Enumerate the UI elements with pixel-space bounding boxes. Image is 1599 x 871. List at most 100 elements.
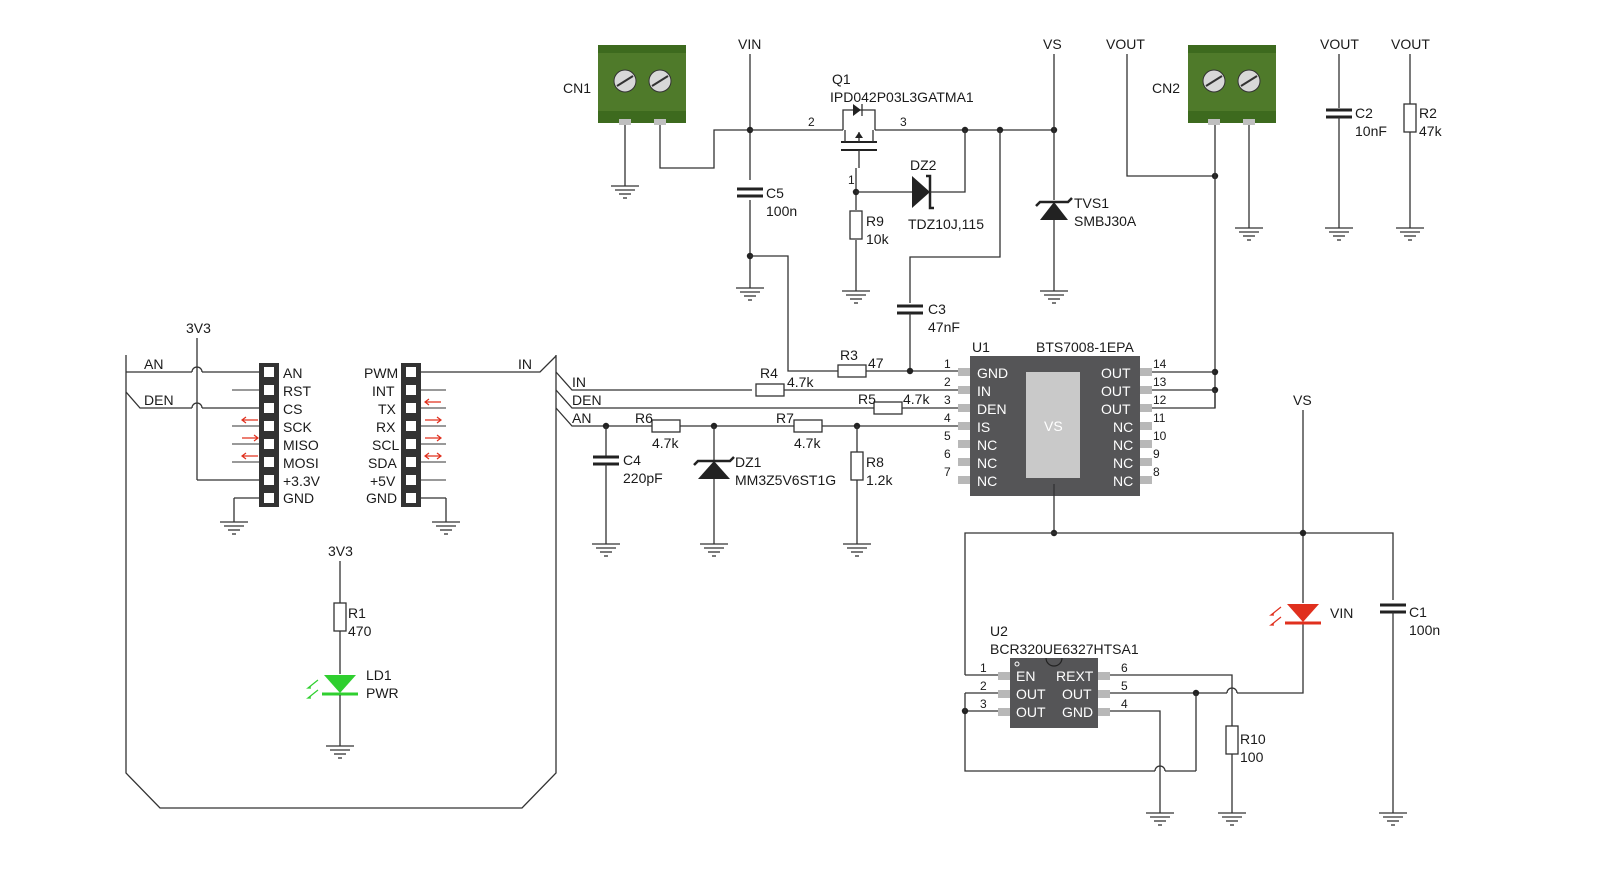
u2-part: BCR320UE6327HTSA1 xyxy=(990,641,1139,657)
svg-text:NC: NC xyxy=(1113,419,1133,435)
led-vin-label: VIN xyxy=(1330,605,1353,621)
u2-chip-body xyxy=(1010,658,1098,728)
r6-ref: R6 xyxy=(635,410,653,426)
c3-ref: C3 xyxy=(928,301,946,317)
svg-text:INT: INT xyxy=(372,383,395,399)
svg-text:12: 12 xyxy=(1153,393,1167,407)
svg-text:TX: TX xyxy=(378,401,397,417)
r1-resistor xyxy=(333,602,347,632)
r7-resistor xyxy=(793,419,823,433)
q1-mosfet-symbol xyxy=(841,104,877,168)
r4-ref: R4 xyxy=(760,365,778,381)
c1-value: 100n xyxy=(1409,622,1440,638)
r9-value: 10k xyxy=(866,231,890,247)
svg-text:NC: NC xyxy=(1113,455,1133,471)
r10-resistor xyxy=(1225,725,1239,755)
svg-text:3: 3 xyxy=(980,697,987,711)
r8-ref: R8 xyxy=(866,454,884,470)
tvs1-ref: TVS1 xyxy=(1074,195,1109,211)
svg-text:IN: IN xyxy=(977,383,991,399)
net-den-label: DEN xyxy=(572,392,602,408)
dz2-part: TDZ10J,115 xyxy=(908,216,984,232)
svg-text:1: 1 xyxy=(944,357,951,371)
u1-exposed-pad xyxy=(1026,372,1080,478)
u1-center-label: VS xyxy=(1044,418,1063,434)
svg-text:NC: NC xyxy=(977,473,997,489)
ld1-led-symbol xyxy=(306,675,358,699)
mikrobus-outline xyxy=(125,355,557,809)
c4-capacitor xyxy=(591,455,621,466)
cn1-terminal-block xyxy=(598,45,686,125)
c5-ref: C5 xyxy=(766,185,784,201)
cn1-label: CN1 xyxy=(563,80,591,96)
svg-text:2: 2 xyxy=(980,679,987,693)
mb-net-in: IN xyxy=(518,356,532,372)
c3-value: 47nF xyxy=(928,319,960,335)
vout-label-2: VOUT xyxy=(1320,36,1359,52)
mb-net-den: DEN xyxy=(144,392,174,408)
svg-text:SDA: SDA xyxy=(368,455,397,471)
svg-text:PWM: PWM xyxy=(364,365,398,381)
svg-text:6: 6 xyxy=(944,447,951,461)
svg-text:OUT: OUT xyxy=(1016,704,1046,720)
svg-text:OUT: OUT xyxy=(1101,383,1131,399)
svg-text:OUT: OUT xyxy=(1101,365,1131,381)
mikrobus-left-header xyxy=(259,363,279,507)
mikrobus-right-header xyxy=(401,363,421,507)
svg-text:1: 1 xyxy=(980,661,987,675)
u1-left-pins: 1 2 3 4 5 6 7 GND IN DEN IS NC NC NC xyxy=(944,357,1008,489)
c3-capacitor xyxy=(895,304,925,315)
svg-text:EN: EN xyxy=(1016,668,1035,684)
u2-pins: 1 2 3 6 5 4 EN OUT OUT REXT OUT GND xyxy=(980,661,1128,720)
r3-ref: R3 xyxy=(840,347,858,363)
spi-direction-arrows xyxy=(241,416,259,460)
cn2-terminal-block xyxy=(1188,45,1276,125)
c5-capacitor xyxy=(735,187,765,198)
svg-text:GND: GND xyxy=(283,490,314,506)
svg-text:NC: NC xyxy=(977,437,997,453)
r2-resistor xyxy=(1403,103,1417,133)
u1-ref: U1 xyxy=(972,339,990,355)
svg-text:RST: RST xyxy=(283,383,311,399)
ld1-ref: LD1 xyxy=(366,667,392,683)
r6-resistor xyxy=(651,419,681,433)
net-an-label: AN xyxy=(572,410,591,426)
dz2-ref: DZ2 xyxy=(910,157,937,173)
q1-ref: Q1 xyxy=(832,71,851,87)
svg-text:SCK: SCK xyxy=(283,419,312,435)
svg-text:MISO: MISO xyxy=(283,437,319,453)
svg-text:1: 1 xyxy=(848,173,855,187)
svg-text:3: 3 xyxy=(900,115,907,129)
c2-capacitor xyxy=(1324,108,1354,119)
r5-ref: R5 xyxy=(858,391,876,407)
vs-top-label: VS xyxy=(1043,36,1062,52)
svg-text:7: 7 xyxy=(944,465,951,479)
svg-text:5: 5 xyxy=(1121,679,1128,693)
svg-text:5: 5 xyxy=(944,429,951,443)
svg-text:OUT: OUT xyxy=(1101,401,1131,417)
r4-value: 4.7k xyxy=(787,374,814,390)
cn2-label: CN2 xyxy=(1152,80,1180,96)
svg-text:MOSI: MOSI xyxy=(283,455,319,471)
svg-text:NC: NC xyxy=(1113,437,1133,453)
svg-text:4: 4 xyxy=(1121,697,1128,711)
dz1-part: MM3Z5V6ST1G xyxy=(735,472,836,488)
r5-resistor xyxy=(873,401,903,415)
r3-resistor xyxy=(837,364,867,378)
svg-text:GND: GND xyxy=(977,365,1008,381)
svg-text:DEN: DEN xyxy=(977,401,1007,417)
c5-value: 100n xyxy=(766,203,797,219)
r1-value: 470 xyxy=(348,623,372,639)
r5-value: 4.7k xyxy=(903,391,930,407)
tvs1-part: SMBJ30A xyxy=(1074,213,1137,229)
r9-ref: R9 xyxy=(866,213,884,229)
r8-resistor xyxy=(850,451,864,481)
r7-value: 4.7k xyxy=(794,435,821,451)
svg-text:9: 9 xyxy=(1153,447,1160,461)
svg-text:13: 13 xyxy=(1153,375,1167,389)
svg-text:AN: AN xyxy=(283,365,302,381)
svg-text:+5V: +5V xyxy=(370,473,396,489)
net-in-label: IN xyxy=(572,374,586,390)
vout-label-3: VOUT xyxy=(1391,36,1430,52)
